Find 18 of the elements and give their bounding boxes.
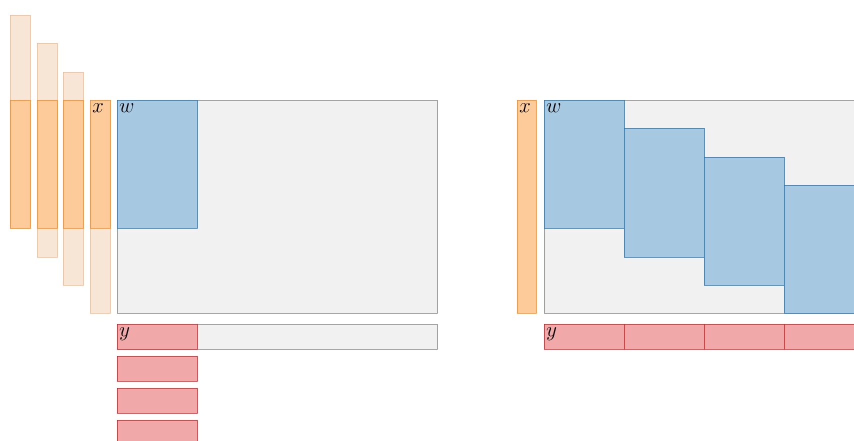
output-tile: $y$ — [544, 324, 625, 350]
output-tile — [117, 388, 198, 414]
output-tile: $y$ — [117, 324, 198, 350]
weight-tile: $w$ — [117, 100, 198, 229]
vector-segment — [10, 100, 31, 229]
output-tile — [117, 420, 198, 441]
weight-tile — [704, 157, 785, 286]
output-tile — [704, 324, 785, 350]
weight-tile — [784, 185, 854, 314]
vector-segment — [37, 100, 58, 229]
weight-tile — [624, 128, 705, 258]
vector-segment — [63, 100, 84, 229]
output-tile — [117, 356, 198, 382]
weight-tile: $w$ — [544, 100, 625, 229]
vector-segment: $x$ — [90, 100, 111, 229]
output-tile — [784, 324, 854, 350]
vector-segment: $x$ — [517, 100, 537, 314]
output-tile — [624, 324, 705, 350]
